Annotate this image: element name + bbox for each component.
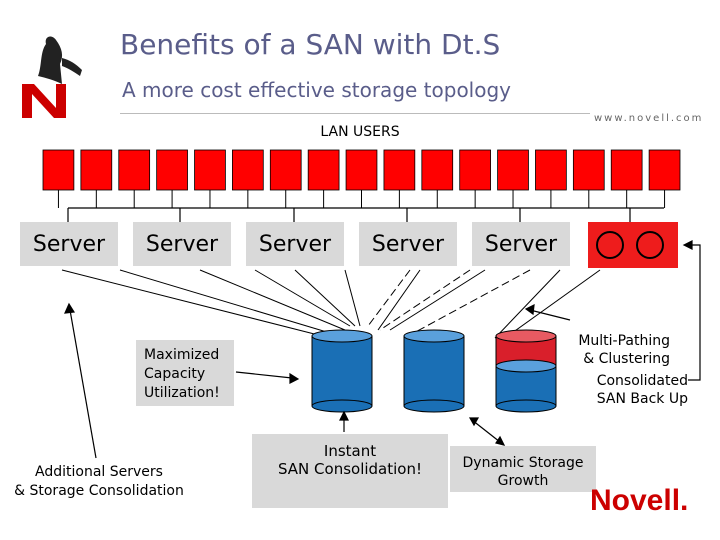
backup-line-1: Consolidated <box>596 373 688 389</box>
backup-arrow <box>682 240 701 381</box>
title-divider <box>120 113 590 114</box>
lan-user-terminal <box>610 149 643 191</box>
consolidation-line-1: Instant <box>323 442 377 460</box>
lan-user-terminals <box>42 149 681 208</box>
consolidation-line-2: SAN Consolidation! <box>278 460 422 478</box>
callout-arrows <box>64 302 571 459</box>
lan-user-terminal <box>648 149 681 191</box>
lan-user-terminal <box>572 149 605 191</box>
lan-user-terminal <box>80 149 113 191</box>
additional-callout: Additional Servers & Storage Consolidati… <box>6 463 192 501</box>
capacity-callout: Maximized Capacity Utilization! <box>136 340 234 406</box>
capacity-line-1: Maximized <box>144 347 220 363</box>
lan-user-terminal <box>194 149 226 191</box>
novell-wordmark: Novell. <box>590 484 689 517</box>
slide-subtitle: A more cost effective storage topology <box>122 78 512 102</box>
lan-user-terminal <box>421 149 454 191</box>
lan-user-terminal <box>535 149 567 191</box>
capacity-line-2: Capacity <box>144 366 206 382</box>
lan-user-terminal <box>118 149 151 191</box>
capacity-line-3: Utilization! <box>144 385 220 401</box>
lan-user-terminal <box>156 149 188 191</box>
lan-user-terminal <box>232 149 264 191</box>
server-3: Server <box>246 222 344 266</box>
lan-user-terminal <box>345 149 378 191</box>
server-5: Server <box>472 222 570 266</box>
lan-users-label: LAN USERS <box>320 124 400 140</box>
lan-user-terminal <box>497 149 529 191</box>
backup-line-2: SAN Back Up <box>596 391 688 407</box>
storage-array-growth <box>495 329 557 413</box>
storage-array-2 <box>403 329 465 413</box>
backup-callout: Consolidated SAN Back Up <box>580 372 688 408</box>
novell-url: www.novell.com <box>594 113 704 124</box>
growth-line-2: Growth <box>497 473 549 489</box>
pathing-line-2: & Clustering <box>583 351 670 367</box>
pathing-line-1: Multi-Pathing <box>578 333 670 349</box>
lan-user-terminal <box>459 149 491 191</box>
lan-user-terminal <box>307 149 340 191</box>
server-1: Server <box>20 222 118 266</box>
consolidation-callout: Instant SAN Consolidation! <box>252 434 448 508</box>
server-4: Server <box>359 222 457 266</box>
novell-n-logo <box>22 36 82 118</box>
backup-device <box>588 222 678 268</box>
additional-line-2: & Storage Consolidation <box>14 483 184 499</box>
storage-array-1 <box>311 329 373 413</box>
slide-title: Benefits of a SAN with Dt.S <box>120 28 501 61</box>
pathing-callout: Multi-Pathing & Clustering <box>560 332 670 368</box>
lan-user-terminal <box>42 149 75 191</box>
growth-line-1: Dynamic Storage <box>462 455 584 471</box>
server-2: Server <box>133 222 231 266</box>
lan-user-terminal <box>383 149 416 191</box>
additional-line-1: Additional Servers <box>35 464 163 480</box>
san-connections <box>61 269 601 341</box>
growth-callout: Dynamic Storage Growth <box>450 446 596 492</box>
lan-user-terminal <box>269 149 302 191</box>
